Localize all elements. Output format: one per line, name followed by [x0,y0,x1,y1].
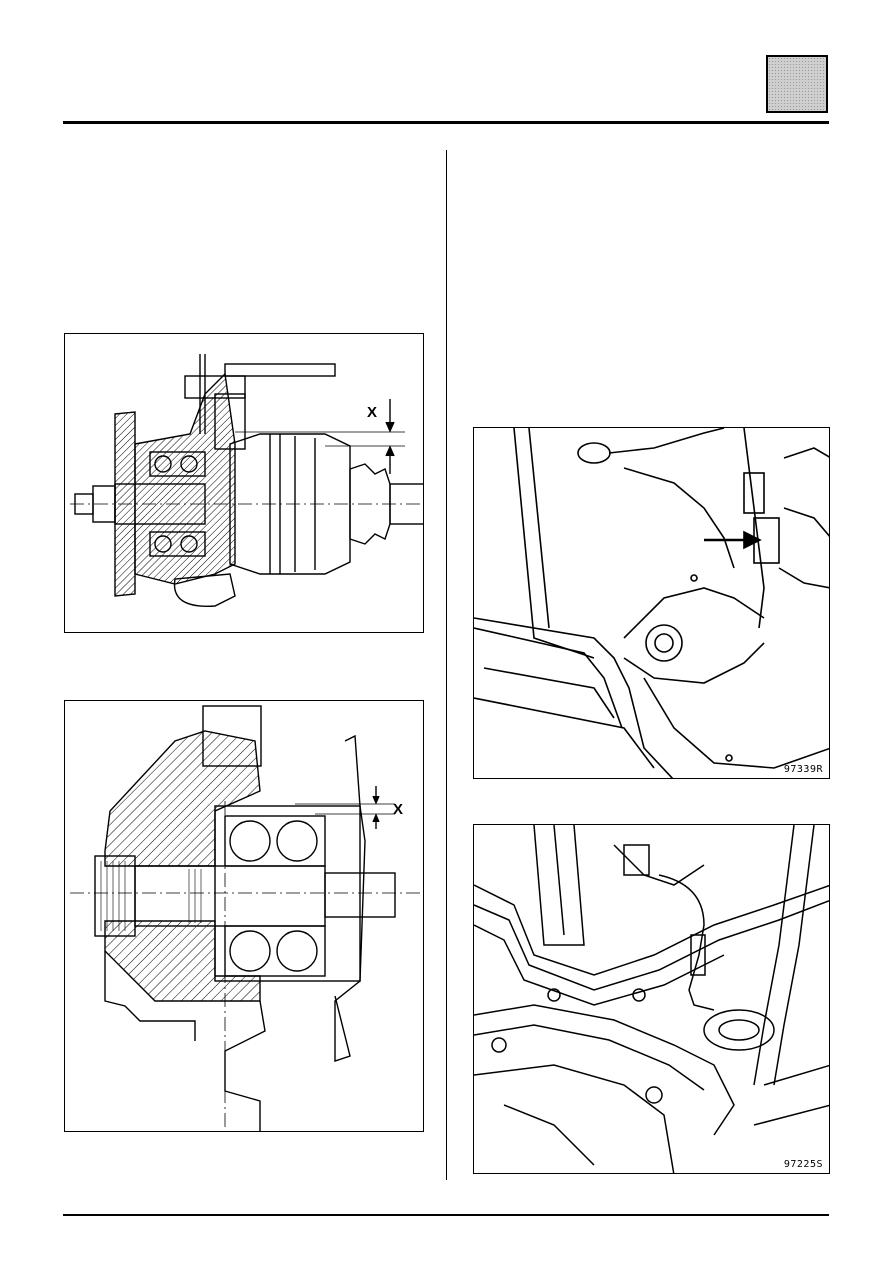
dimension-x-label: X [367,404,378,421]
suspension-arm-drawing [474,428,829,778]
bearing-housing-drawing [70,705,420,1131]
footer-rule [63,1214,829,1216]
figure-hub-cross-section: X [64,333,424,633]
section-tab-marker [766,55,828,113]
header-rule [63,121,829,124]
figure-bearing-housing-section: X [64,700,424,1132]
figure-reference-number: 97225S [783,1159,823,1170]
underbody-drawing [474,825,829,1173]
column-divider [446,150,447,1180]
hub-section-drawing [70,354,423,607]
dimension-x-label: X [393,801,404,818]
figure-suspension-arm-sensor: 97339R [473,427,830,779]
figure-reference-number: 97339R [783,764,823,775]
figure-underbody-sensor-wiring: 97225S [473,824,830,1174]
